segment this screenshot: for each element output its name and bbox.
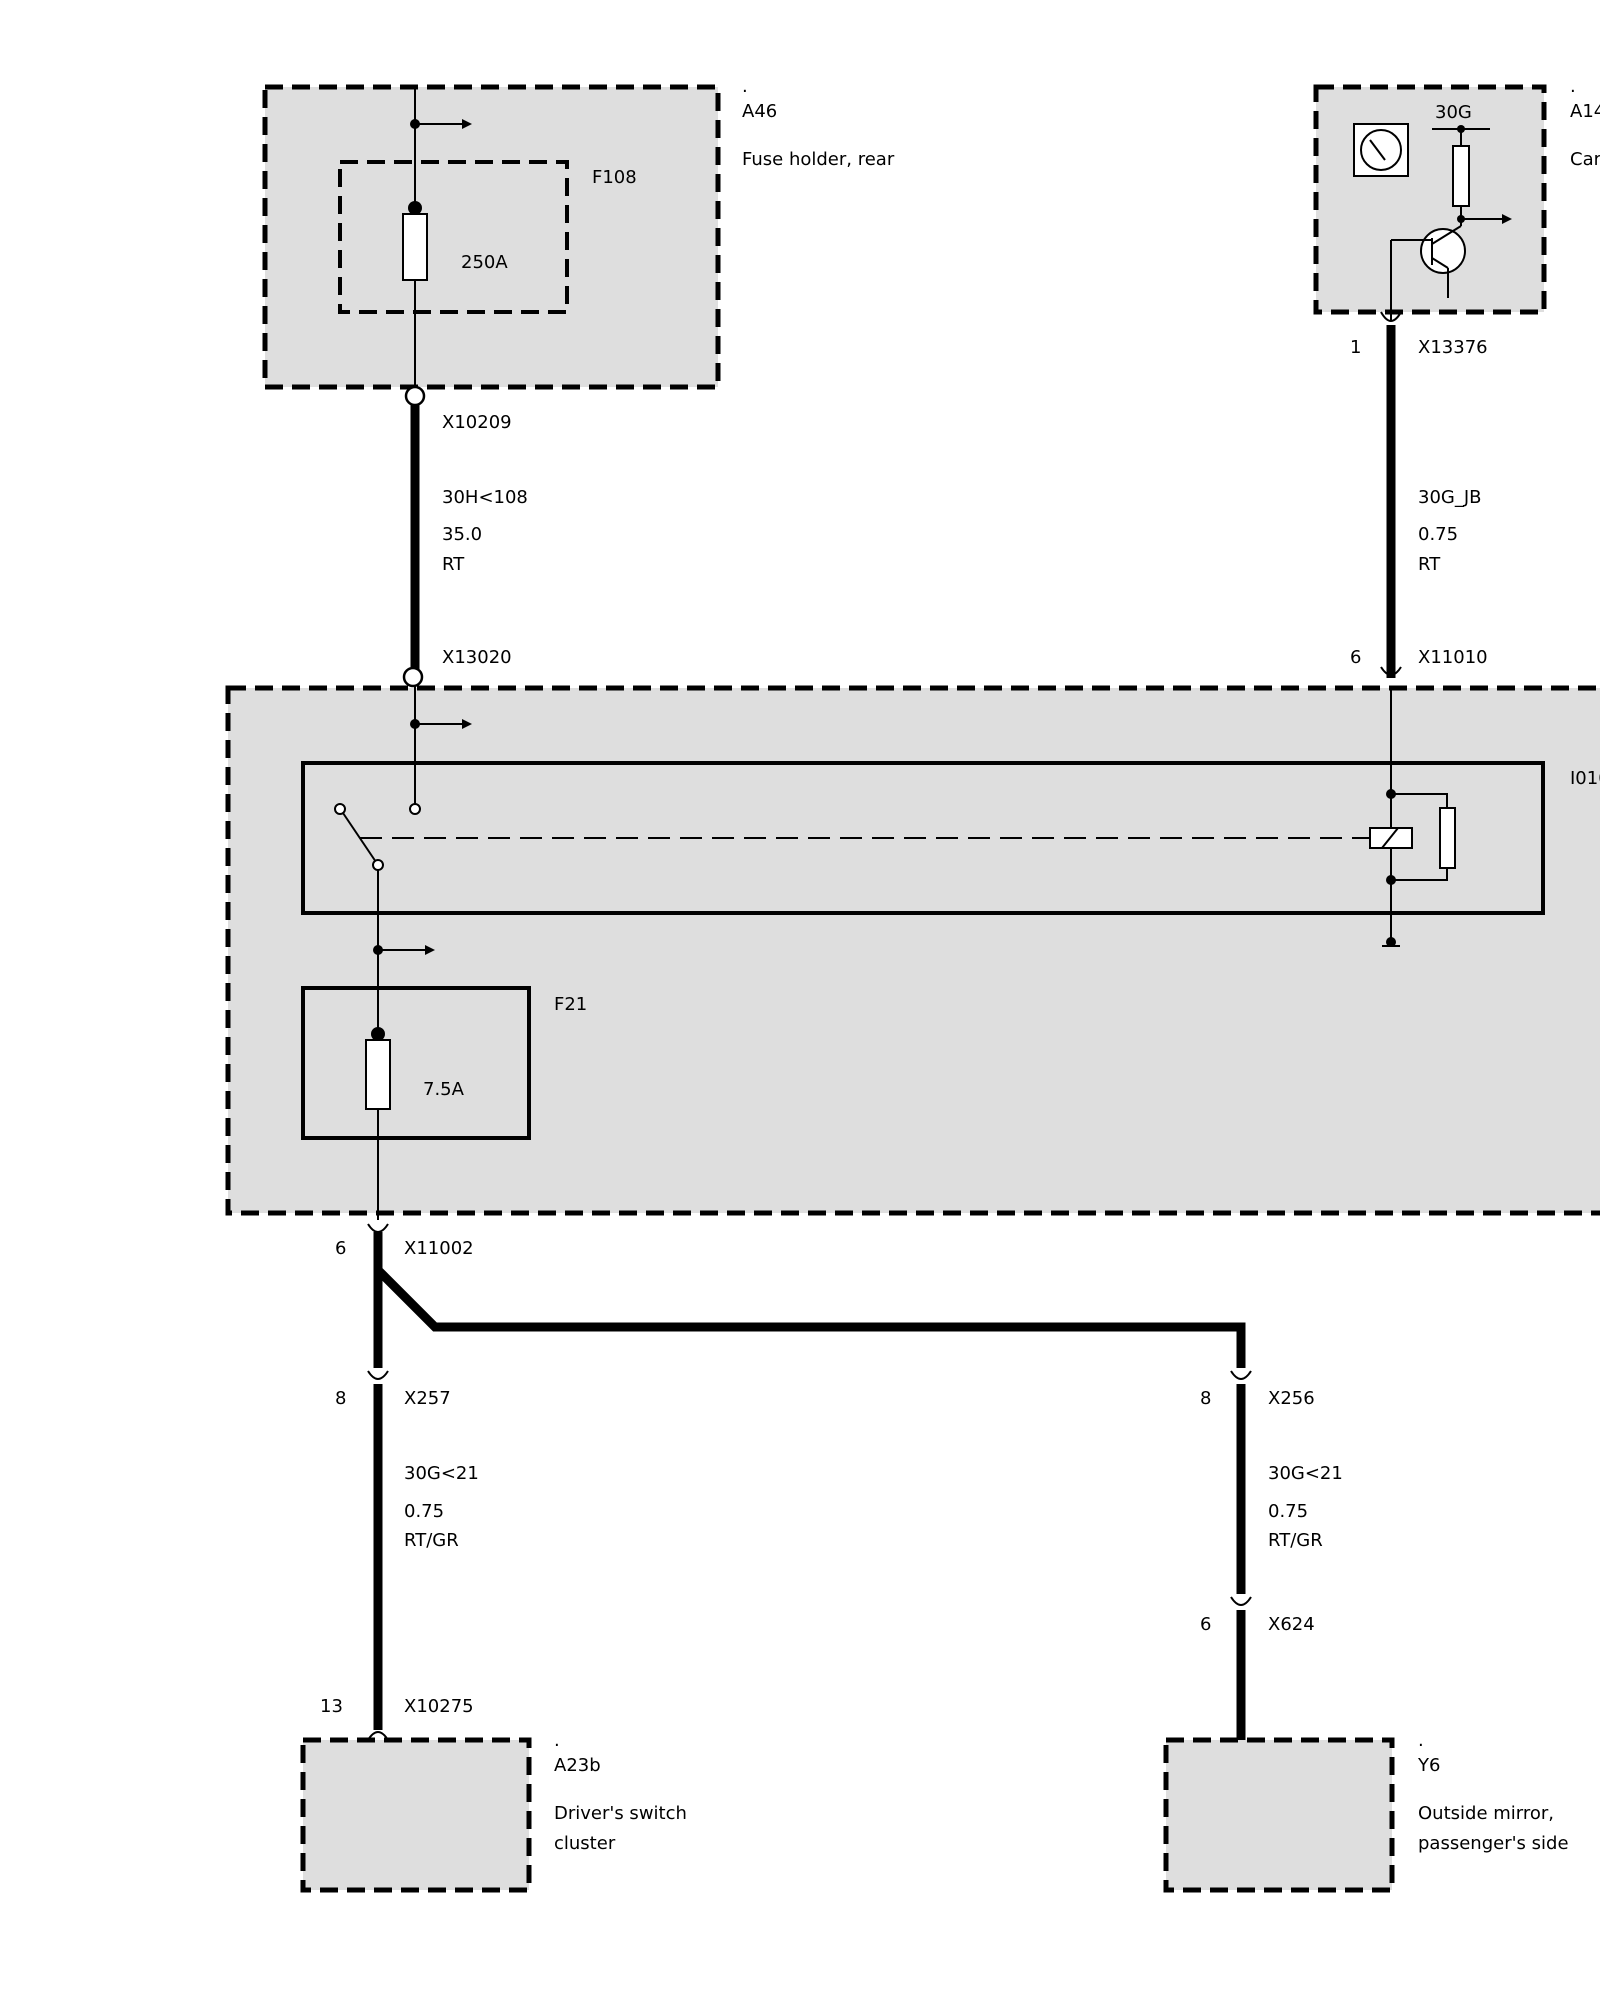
module-i010-box — [225, 685, 1600, 1216]
module-i010-id: I010 — [1570, 768, 1600, 789]
connector-x11002-id: X11002 — [404, 1238, 474, 1259]
wire-30g-21-driver-color: RT/GR — [404, 1530, 459, 1551]
module-y6-marker: . — [1418, 1730, 1424, 1751]
relay-box — [301, 761, 1545, 915]
module-i010: I010 F21 7.5A — [225, 685, 1600, 1220]
fuse-f21-contact — [371, 1027, 385, 1041]
suppressor-wire — [1391, 793, 1448, 881]
transistor-symbol — [1420, 228, 1466, 274]
fuse-f21-symbol — [365, 1039, 391, 1110]
module-a46-box — [262, 84, 721, 390]
wire-30h-108-color: RT — [442, 554, 465, 575]
connector-x11010-id: X11010 — [1418, 647, 1488, 668]
relay-contact-common — [372, 859, 384, 871]
fuse-f21-rating: 7.5A — [423, 1079, 465, 1100]
module-y6-name-line2: passenger's side — [1418, 1833, 1569, 1854]
module-a23b-id: A23b — [554, 1755, 601, 1776]
wire-30g-21-driver-gauge: 0.75 — [404, 1501, 444, 1522]
relay-coil-slash — [1381, 827, 1399, 849]
connector-x256-pin: 8 — [1200, 1388, 1211, 1409]
transistor-emitter — [1431, 257, 1449, 269]
module-y6-id: Y6 — [1417, 1755, 1440, 1776]
wire-30g-jb-gauge: 0.75 — [1418, 524, 1458, 545]
fuse-f21-box — [301, 986, 531, 1140]
connector-x257-id: X257 — [404, 1388, 451, 1409]
module-a46: F108 250A . A46 Fuse holder, rear — [262, 76, 895, 395]
connector-x256-fork — [1230, 1370, 1252, 1380]
wire-30h-108-gauge: 35.0 — [442, 524, 482, 545]
relay-contact-fixed — [409, 803, 421, 815]
connector-x13376-fork — [1380, 311, 1402, 322]
module-a46-id: A46 — [742, 101, 777, 122]
connector-x10209-id: X10209 — [442, 412, 512, 433]
fuse-f108-box — [338, 160, 569, 314]
connector-x11002: 6 X11002 — [335, 1223, 474, 1259]
wire-30g-jb: 1 X13376 30G_JB 0.75 RT 6 X11010 — [1350, 311, 1488, 678]
wire-30g-21-mirror-color: RT/GR — [1268, 1530, 1323, 1551]
module-a23b-box — [300, 1737, 532, 1893]
wire-30g-21-mirror: 8 X256 30G<21 0.75 RT/GR 6 X624 — [374, 1266, 1343, 1740]
wire-30g-21-mirror-gauge: 0.75 — [1268, 1501, 1308, 1522]
wire-30g-21-mirror-signal: 30G<21 — [1268, 1463, 1343, 1484]
fuse-f108-rating: 250A — [461, 252, 508, 273]
relay-switch-blade — [342, 812, 377, 863]
fuse-f21-id: F21 — [554, 994, 587, 1015]
module-a23b: . A23b Driver's switch cluster — [300, 1730, 687, 1893]
sensor-circle — [1360, 129, 1402, 171]
wire-30g-21-mirror-branch — [374, 1266, 1246, 1368]
connector-x257-fork — [367, 1370, 389, 1380]
connector-x11002-fork — [367, 1223, 389, 1233]
module-a23b-marker: . — [554, 1730, 560, 1751]
connector-x624-pin: 6 — [1200, 1614, 1211, 1635]
module-a14-box — [1313, 84, 1547, 315]
module-a46-name: Fuse holder, rear — [742, 149, 895, 170]
module-a14-id: A14 — [1570, 101, 1600, 122]
connector-x11010-fork — [1380, 666, 1402, 676]
connector-x13020-ring — [402, 666, 424, 688]
resistor-symbol — [1452, 145, 1470, 207]
wire-30h-108: X10209 30H<108 35.0 RT X13020 — [402, 385, 528, 688]
fuse-f108-contact — [408, 201, 422, 215]
module-a14-name: Car — [1570, 149, 1600, 170]
module-a14: 30G . A14 Car — [1313, 76, 1600, 320]
ground-symbol — [1386, 937, 1396, 947]
wire-30g-jb-signal: 30G_JB — [1418, 487, 1482, 508]
connector-x13376-id: X13376 — [1418, 337, 1488, 358]
module-y6-name-line1: Outside mirror, — [1418, 1803, 1554, 1824]
fuse-f108-symbol — [402, 213, 428, 281]
connector-x624-fork — [1230, 1596, 1252, 1606]
suppressor-resistor — [1439, 807, 1456, 869]
module-a23b-name-line2: cluster — [554, 1833, 616, 1854]
connector-x13020-id: X13020 — [442, 647, 512, 668]
wire-30h-108-signal: 30H<108 — [442, 487, 528, 508]
transistor-label: 30G — [1435, 102, 1472, 123]
connector-x11002-pin: 6 — [335, 1238, 346, 1259]
relay-contact-open — [334, 803, 346, 815]
wire-30g-21-driver: 8 X257 30G<21 0.75 RT/GR 13 X10275 — [320, 1232, 479, 1741]
connector-x257-pin: 8 — [335, 1388, 346, 1409]
connector-x624-id: X624 — [1268, 1614, 1315, 1635]
connector-x10209-ring — [404, 385, 426, 407]
connector-x256-id: X256 — [1268, 1388, 1315, 1409]
module-y6-box — [1163, 1737, 1395, 1893]
connector-x13376-pin: 1 — [1350, 337, 1361, 358]
wire-30g-21-driver-signal: 30G<21 — [404, 1463, 479, 1484]
wire-30g-jb-color: RT — [1418, 554, 1441, 575]
module-a14-marker: . — [1570, 76, 1576, 97]
transistor-collector — [1431, 225, 1462, 245]
module-y6: . Y6 Outside mirror, passenger's side — [1163, 1730, 1569, 1893]
sensor-line — [1369, 139, 1386, 161]
connector-x11010-pin: 6 — [1350, 647, 1361, 668]
connector-x10275-pin: 13 — [320, 1696, 343, 1717]
connector-x10275-id: X10275 — [404, 1696, 474, 1717]
fuse-f108-id: F108 — [592, 167, 637, 188]
module-a46-marker: . — [742, 76, 748, 97]
module-a23b-name-line1: Driver's switch — [554, 1803, 687, 1824]
